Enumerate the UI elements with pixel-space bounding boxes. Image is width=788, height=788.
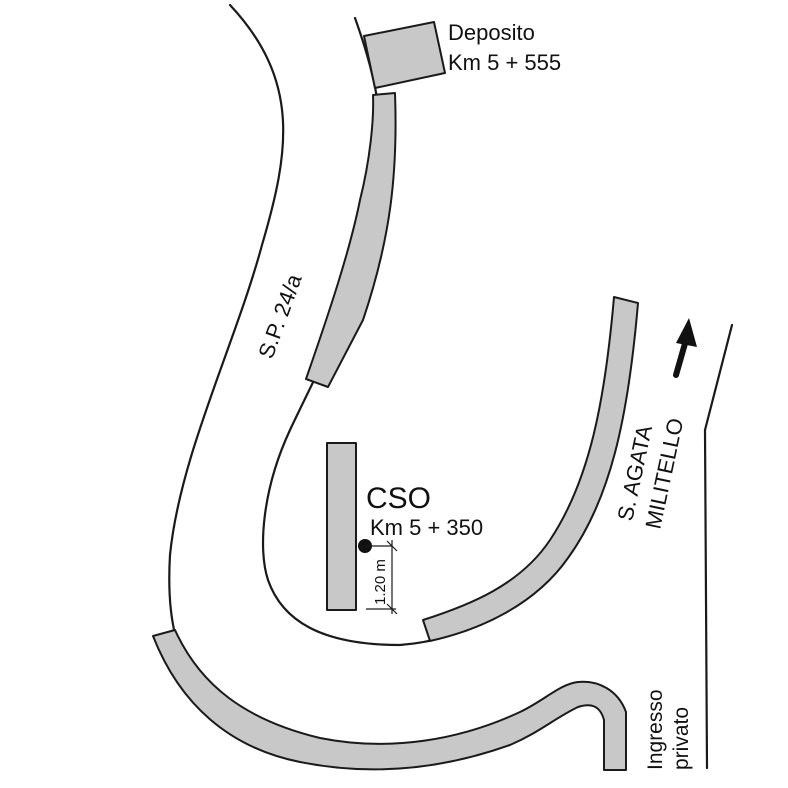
cso-structure	[326, 442, 357, 611]
right-road-edge-outer	[703, 323, 734, 770]
deposito-label: Deposito	[448, 20, 535, 45]
dimension-label: 1.20 m	[372, 559, 389, 605]
deposito-building	[363, 21, 446, 89]
arrow-up-icon	[673, 318, 697, 378]
upper-wall	[305, 92, 397, 388]
cso-km-label: Km 5 + 350	[370, 515, 483, 540]
entrance-label-line1: Ingresso	[644, 689, 667, 770]
cso-label: CSO	[366, 482, 431, 515]
dimension-marker	[365, 540, 398, 615]
right-curved-wall	[422, 296, 639, 642]
bottom-curved-wall	[152, 629, 627, 771]
entrance-label-line2: privato	[670, 707, 693, 770]
deposito-km-label: Km 5 + 555	[448, 50, 561, 75]
